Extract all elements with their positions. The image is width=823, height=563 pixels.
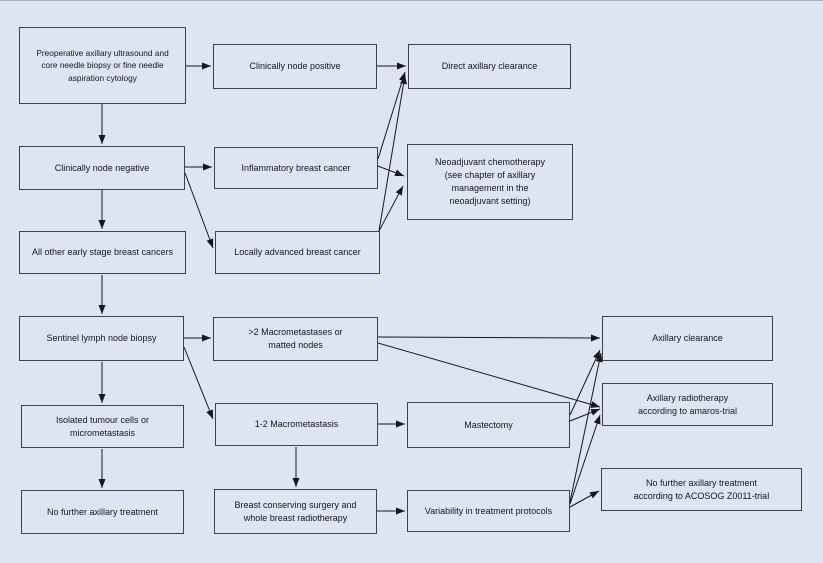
node-sentinel-lymph-node-biopsy: Sentinel lymph node biopsy xyxy=(19,316,184,361)
arrow-locally-adv-to-direct xyxy=(378,74,407,232)
node-clinically-node-positive: Clinically node positive xyxy=(213,44,377,89)
node-preoperative-workup: Preoperative axillary ultrasound and cor… xyxy=(19,27,186,104)
arrow-clin-neg-to-locally-adv xyxy=(184,172,214,249)
node-1-2-macrometastasis: 1-2 Macrometastasis xyxy=(215,403,378,446)
node-inflammatory-breast-cancer: Inflammatory breast cancer xyxy=(214,147,378,189)
arrow-locally-adv-to-neoadj xyxy=(378,185,404,232)
node-no-further-acosog-z0011: No further axillary treatment according … xyxy=(601,468,802,511)
node-breast-conserving-surgery: Breast conserving surgery and whole brea… xyxy=(214,489,377,534)
arrow-variability-to-acosog xyxy=(569,490,600,508)
arrow-inflammatory-to-neoadj xyxy=(377,165,405,177)
arrow-sentinel-to-macro12 xyxy=(183,346,214,420)
node-direct-axillary-clearance: Direct axillary clearance xyxy=(408,44,571,89)
node-macrometastases-matted-nodes: >2 Macrometastases or matted nodes xyxy=(213,317,378,361)
arrow-variability-to-ax-radio xyxy=(569,414,601,505)
arrow-mastectomy-to-ax-clear xyxy=(569,349,601,416)
node-variability-treatment-protocols: Variability in treatment protocols xyxy=(407,490,570,532)
node-clinically-node-negative: Clinically node negative xyxy=(19,146,185,190)
node-mastectomy: Mastectomy xyxy=(407,402,570,448)
arrow-mastectomy-to-ax-radio xyxy=(569,408,601,422)
arrow-macro2-to-ax-clear xyxy=(377,334,601,342)
node-locally-advanced-breast-cancer: Locally advanced breast cancer xyxy=(215,231,380,274)
arrow-macro2-to-ax-radio xyxy=(377,342,601,408)
node-neoadjuvant-chemotherapy: Neoadjuvant chemotherapy (see chapter of… xyxy=(407,144,573,220)
node-axillary-radiotherapy-amaros: Axillary radiotherapy according to amaro… xyxy=(602,383,773,426)
node-no-further-axillary-treatment: No further axillary treatment xyxy=(21,490,184,534)
node-all-other-early-stage: All other early stage breast cancers xyxy=(19,231,186,274)
arrow-inflammatory-to-direct xyxy=(377,71,406,160)
node-axillary-clearance: Axillary clearance xyxy=(602,316,773,361)
node-isolated-tumour-cells: Isolated tumour cells or micrometastasis xyxy=(21,405,184,448)
arrow-variability-to-ax-clear xyxy=(569,352,603,503)
